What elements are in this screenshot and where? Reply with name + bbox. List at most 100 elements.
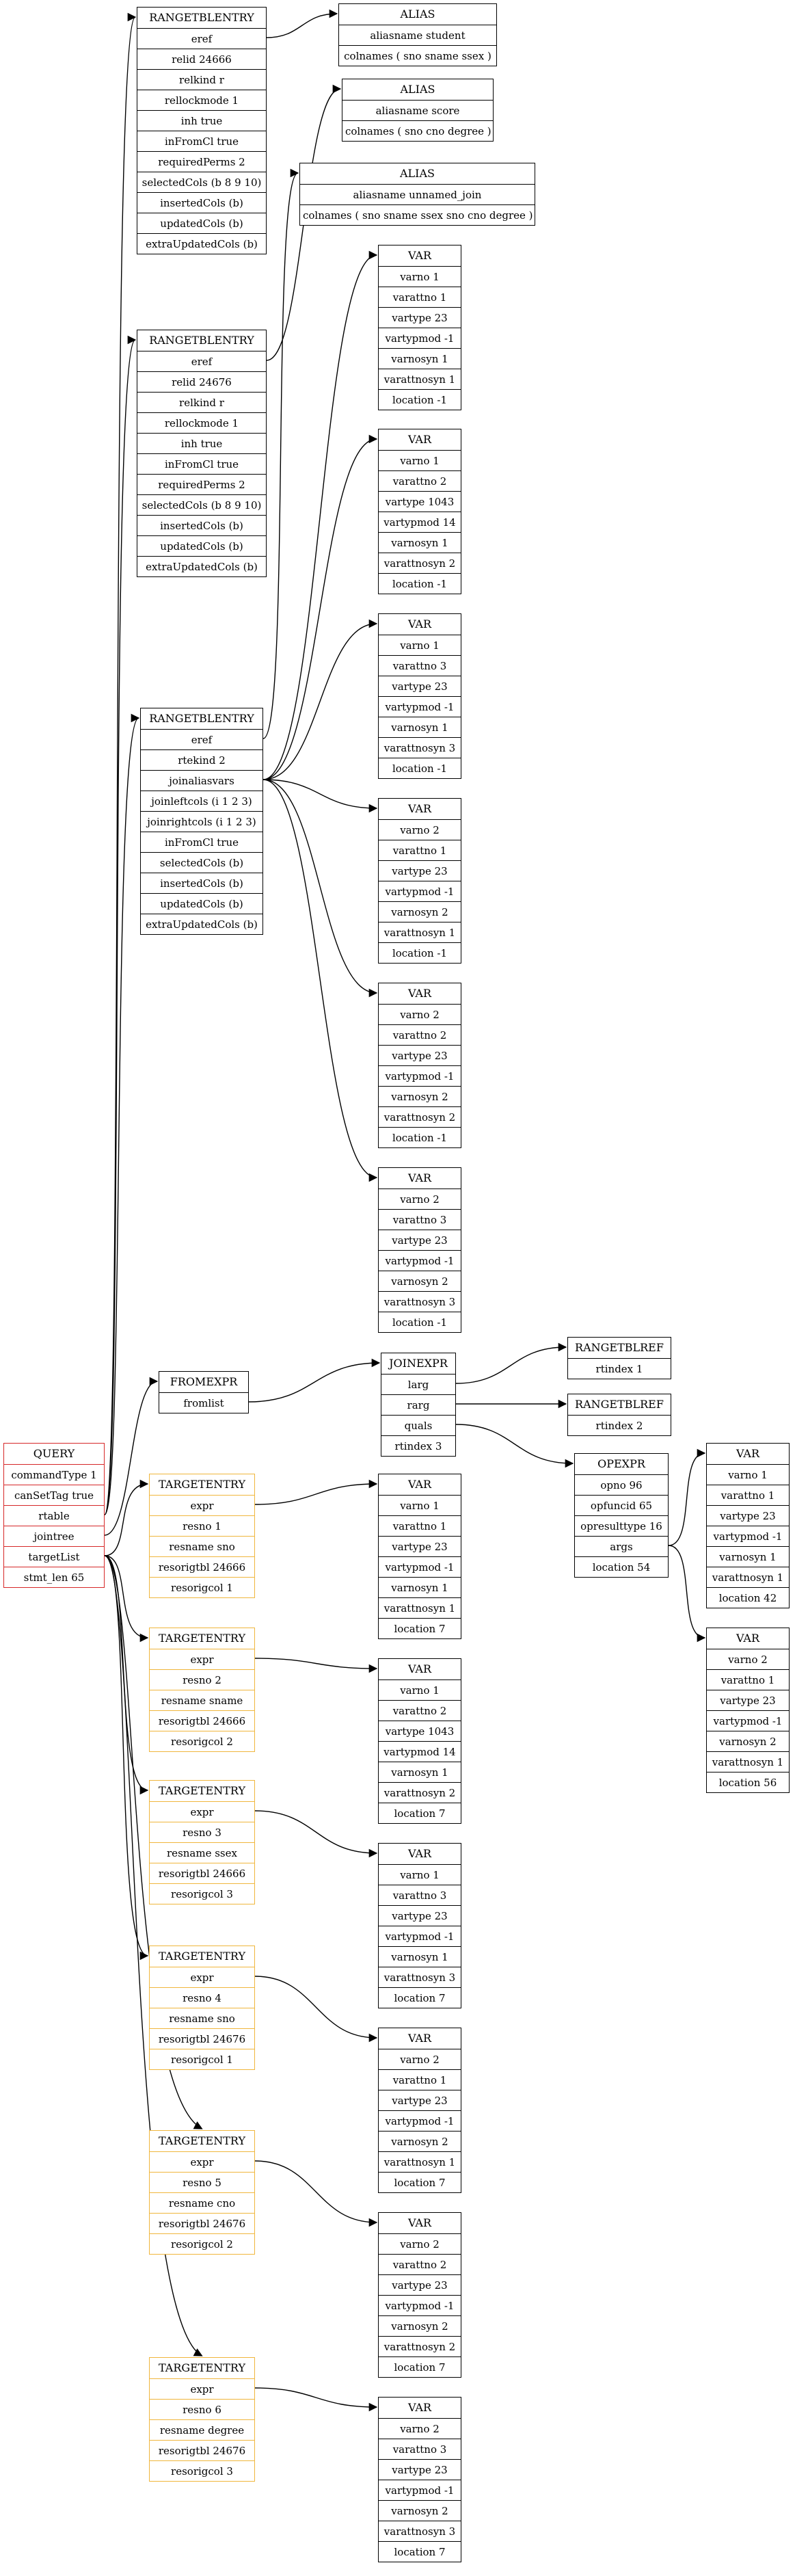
node-field: varnosyn 1 bbox=[379, 1577, 461, 1597]
node-field: rtindex 2 bbox=[568, 1415, 671, 1435]
node-title: VAR bbox=[407, 618, 432, 630]
node-field: vartypmod -1 bbox=[379, 2110, 461, 2131]
node-field: varno 1 bbox=[379, 1495, 461, 1515]
node-field: aliasname unnamed_join bbox=[300, 184, 535, 204]
node-field: varnosyn 1 bbox=[379, 1946, 461, 1967]
node-field: varattnosyn 2 bbox=[379, 553, 461, 573]
node-field: opno 96 bbox=[575, 1474, 668, 1495]
node-field: location 7 bbox=[379, 1803, 461, 1823]
node-field: varattno 1 bbox=[379, 840, 461, 860]
node-field: location -1 bbox=[379, 942, 461, 963]
node-field: vartype 23 bbox=[707, 1690, 789, 1710]
node-field: varnosyn 1 bbox=[379, 717, 461, 737]
edge-query-fromexpr bbox=[104, 1377, 159, 1536]
node-field: expr bbox=[150, 1801, 254, 1822]
node-field: inh true bbox=[137, 433, 266, 453]
node-title: VAR bbox=[407, 249, 432, 262]
node-field: resorigcol 1 bbox=[150, 1577, 254, 1597]
node-field: varattnosyn 2 bbox=[379, 1106, 461, 1127]
node-field: varnosyn 2 bbox=[379, 1086, 461, 1106]
node-field: varno 2 bbox=[379, 2233, 461, 2254]
node-title: VAR bbox=[736, 1632, 760, 1645]
edge-te2-tv2 bbox=[254, 1658, 378, 1673]
node-field: resorigcol 2 bbox=[150, 2233, 254, 2254]
node-field: quals bbox=[381, 1415, 455, 1435]
node-field: aliasname student bbox=[339, 25, 496, 45]
node-field: expr bbox=[150, 2378, 254, 2399]
node-field: relkind r bbox=[137, 69, 266, 90]
edge-query-rte1 bbox=[104, 13, 137, 1515]
node-field: varno 2 bbox=[379, 1189, 461, 1209]
node-field: varnosyn 2 bbox=[707, 1731, 789, 1751]
node-field: resno 1 bbox=[150, 1515, 254, 1536]
node-field: varno 2 bbox=[379, 2049, 461, 2069]
node-field: extraUpdatedCols (b) bbox=[137, 233, 266, 254]
node-field: rtindex 3 bbox=[381, 1435, 455, 1456]
node-field: updatedCols (b) bbox=[137, 535, 266, 556]
node-field: resname cno bbox=[150, 2192, 254, 2213]
node-field: vartypmod -1 bbox=[379, 2295, 461, 2315]
node-field: vartypmod -1 bbox=[379, 1556, 461, 1577]
node-field: varattnosyn 1 bbox=[707, 1567, 789, 1587]
node-field: vartypmod -1 bbox=[379, 1250, 461, 1271]
node-field: selectedCols (b 8 9 10) bbox=[137, 494, 266, 515]
node-field: resorigcol 2 bbox=[150, 1731, 254, 1751]
node-field: resno 5 bbox=[150, 2172, 254, 2192]
node-title: TARGETENTRY bbox=[159, 2134, 245, 2147]
node-field: resname ssex bbox=[150, 1842, 254, 1863]
node-field: varno 2 bbox=[707, 1649, 789, 1669]
node-field: resorigcol 3 bbox=[150, 2460, 254, 2481]
node-title: VAR bbox=[407, 2032, 432, 2045]
node-title: TARGETENTRY bbox=[159, 1784, 245, 1797]
node-field: resorigtbl 24676 bbox=[150, 2440, 254, 2460]
node-field: location -1 bbox=[379, 573, 461, 594]
node-field: location 7 bbox=[379, 1987, 461, 2008]
node-field: varno 1 bbox=[379, 1679, 461, 1700]
node-field: varno 1 bbox=[379, 635, 461, 655]
node-field: vartypmod -1 bbox=[707, 1526, 789, 1546]
node-field: location -1 bbox=[379, 1127, 461, 1147]
node-field: varattno 2 bbox=[379, 2254, 461, 2274]
node-field: varno 1 bbox=[707, 1464, 789, 1485]
node-field: varno 1 bbox=[379, 266, 461, 287]
node-field: args bbox=[575, 1536, 668, 1556]
node-field: colnames ( sno sname ssex sno cno degree… bbox=[300, 204, 535, 225]
node-field: varnosyn 1 bbox=[707, 1546, 789, 1567]
node-field: varattno 3 bbox=[379, 1209, 461, 1230]
node-field: colnames ( sno cno degree ) bbox=[342, 120, 493, 141]
node-field: varattnosyn 1 bbox=[707, 1751, 789, 1772]
node-field: extraUpdatedCols (b) bbox=[137, 556, 266, 576]
node-field: vartype 23 bbox=[379, 1536, 461, 1556]
node-title: VAR bbox=[407, 1662, 432, 1675]
edge-joinexpr-rtref1 bbox=[455, 1342, 567, 1384]
edge-rte3-jv5 bbox=[262, 779, 378, 998]
node-field: varno 2 bbox=[379, 2418, 461, 2439]
node-field: varattno 3 bbox=[379, 2439, 461, 2459]
node-title: OPEXPR bbox=[597, 1457, 645, 1470]
node-field: varattno 2 bbox=[379, 1700, 461, 1721]
node-title: VAR bbox=[407, 802, 432, 815]
node-field: vartype 23 bbox=[379, 2090, 461, 2110]
node-field: varattno 1 bbox=[379, 287, 461, 307]
node-field: inFromCl true bbox=[141, 832, 262, 852]
edge-te5-tv5 bbox=[254, 2160, 378, 2227]
node-field: varno 2 bbox=[379, 819, 461, 840]
node-title: RANGETBLREF bbox=[575, 1341, 664, 1354]
edge-rte1-alias1 bbox=[266, 9, 338, 38]
edge-query-rte3 bbox=[104, 714, 140, 1515]
node-title: QUERY bbox=[33, 1447, 75, 1460]
